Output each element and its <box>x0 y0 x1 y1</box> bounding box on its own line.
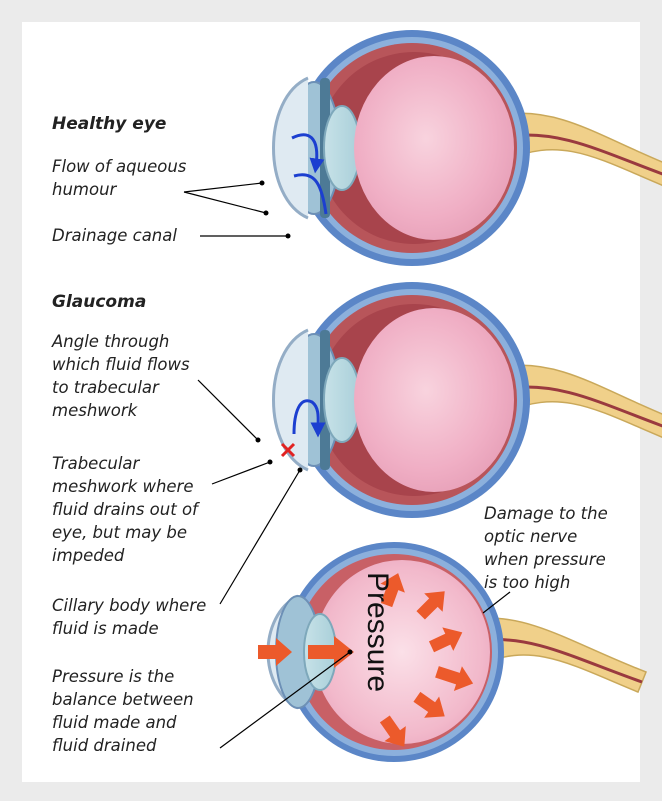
glaucoma-heading: Glaucoma <box>52 291 146 314</box>
angle-label: Angle throughwhich fluid flows to trabec… <box>52 330 190 422</box>
trabecular-label: Trabecularmeshwork where fluid drains ou… <box>52 452 198 567</box>
drainage-canal-label: Drainage canal <box>52 224 177 247</box>
ciliary-body-label: Cillary body wherefluid is made <box>52 594 206 640</box>
pressure-word: Pressure <box>361 572 394 692</box>
optic-nerve-damage-label: Damage to theoptic nerve when pressureis… <box>484 502 608 594</box>
flow-label: Flow of aqueoushumour <box>52 155 186 201</box>
healthy-eye-heading: Healthy eye <box>52 113 166 136</box>
pressure-balance-label: Pressure is thebalance between fluid mad… <box>52 665 194 757</box>
